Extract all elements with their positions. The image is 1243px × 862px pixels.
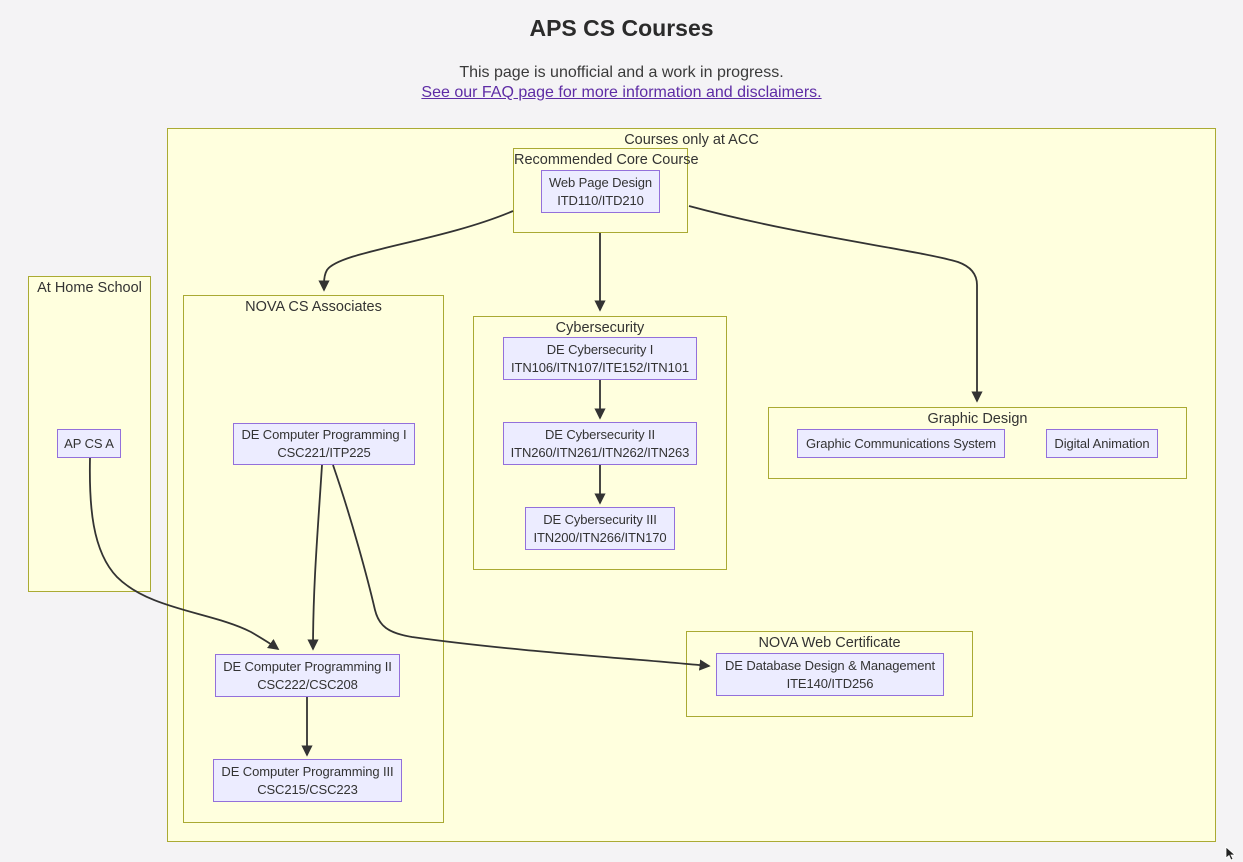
node-code: CSC221/ITP225 xyxy=(277,445,371,460)
node-code: ITN106/ITN107/ITE152/ITN101 xyxy=(511,359,689,375)
group-label-graphic: Graphic Design xyxy=(927,411,1028,427)
node-digital-animation: Digital Animation xyxy=(1046,429,1158,458)
group-label-home: At Home School xyxy=(37,280,142,296)
mouse-cursor-icon xyxy=(1225,846,1237,861)
node-code: CSC215/CSC223 xyxy=(257,781,358,797)
group-label-cyber: Cybersecurity xyxy=(555,320,645,336)
node-label: DE Computer Programming II xyxy=(223,658,392,674)
node-de-computer-programming-3: DE Computer Programming III CSC215/CSC22… xyxy=(213,759,402,802)
node-label: DE Computer Programming III xyxy=(221,763,394,779)
node-label: DE Cybersecurity II xyxy=(544,426,656,442)
node-label: AP CS A xyxy=(64,435,114,451)
node-code: CSC222/CSC208 xyxy=(257,676,358,692)
node-graphic-communications-system: Graphic Communications System xyxy=(797,429,1005,458)
node-code: ITN260/ITN261/ITN262/ITN263 xyxy=(510,444,690,460)
group-label-novaweb: NOVA Web Certificate xyxy=(758,635,901,651)
group-label-novacs: NOVA CS Associates xyxy=(245,299,382,315)
faq-link-row: See our FAQ page for more information an… xyxy=(0,84,1243,102)
node-de-cybersecurity-3: DE Cybersecurity III ITN200/ITN266/ITN17… xyxy=(525,507,675,550)
node-label: DE Computer Programming I xyxy=(241,427,407,442)
group-label-acc: Courses only at ACC xyxy=(624,132,759,148)
node-de-cybersecurity-1: DE Cybersecurity I ITN106/ITN107/ITE152/… xyxy=(503,337,697,380)
node-label: DE Cybersecurity I xyxy=(546,341,654,357)
node-code: ITN200/ITN266/ITN170 xyxy=(533,529,667,545)
node-label: Digital Animation xyxy=(1054,435,1150,451)
faq-link[interactable]: See our FAQ page for more information an… xyxy=(421,84,822,101)
page-subtitle: This page is unofficial and a work in pr… xyxy=(459,64,784,81)
group-nova-cs-associates: NOVA CS Associates xyxy=(183,295,444,823)
page-title: APS CS Courses xyxy=(529,15,714,41)
node-code: ITD110/ITD210 xyxy=(557,192,644,208)
node-de-computer-programming-2: DE Computer Programming II CSC222/CSC208 xyxy=(215,654,400,697)
group-label-core: Recommended Core Course xyxy=(514,152,699,168)
node-web-page-design: Web Page Design ITD110/ITD210 xyxy=(541,170,660,213)
node-label: Web Page Design xyxy=(548,174,653,190)
node-label: DE Database Design & Management xyxy=(724,657,936,673)
node-de-computer-programming-1: DE Computer Programming I CSC221/ITP225 xyxy=(233,423,415,465)
node-label: Graphic Communications System xyxy=(806,435,996,451)
node-de-database-design-management: DE Database Design & Management ITE140/I… xyxy=(716,653,944,696)
node-code: ITE140/ITD256 xyxy=(786,675,874,691)
node-de-cybersecurity-2: DE Cybersecurity II ITN260/ITN261/ITN262… xyxy=(503,422,697,465)
node-label: DE Cybersecurity III xyxy=(543,511,657,527)
node-ap-cs-a: AP CS A xyxy=(57,429,121,458)
